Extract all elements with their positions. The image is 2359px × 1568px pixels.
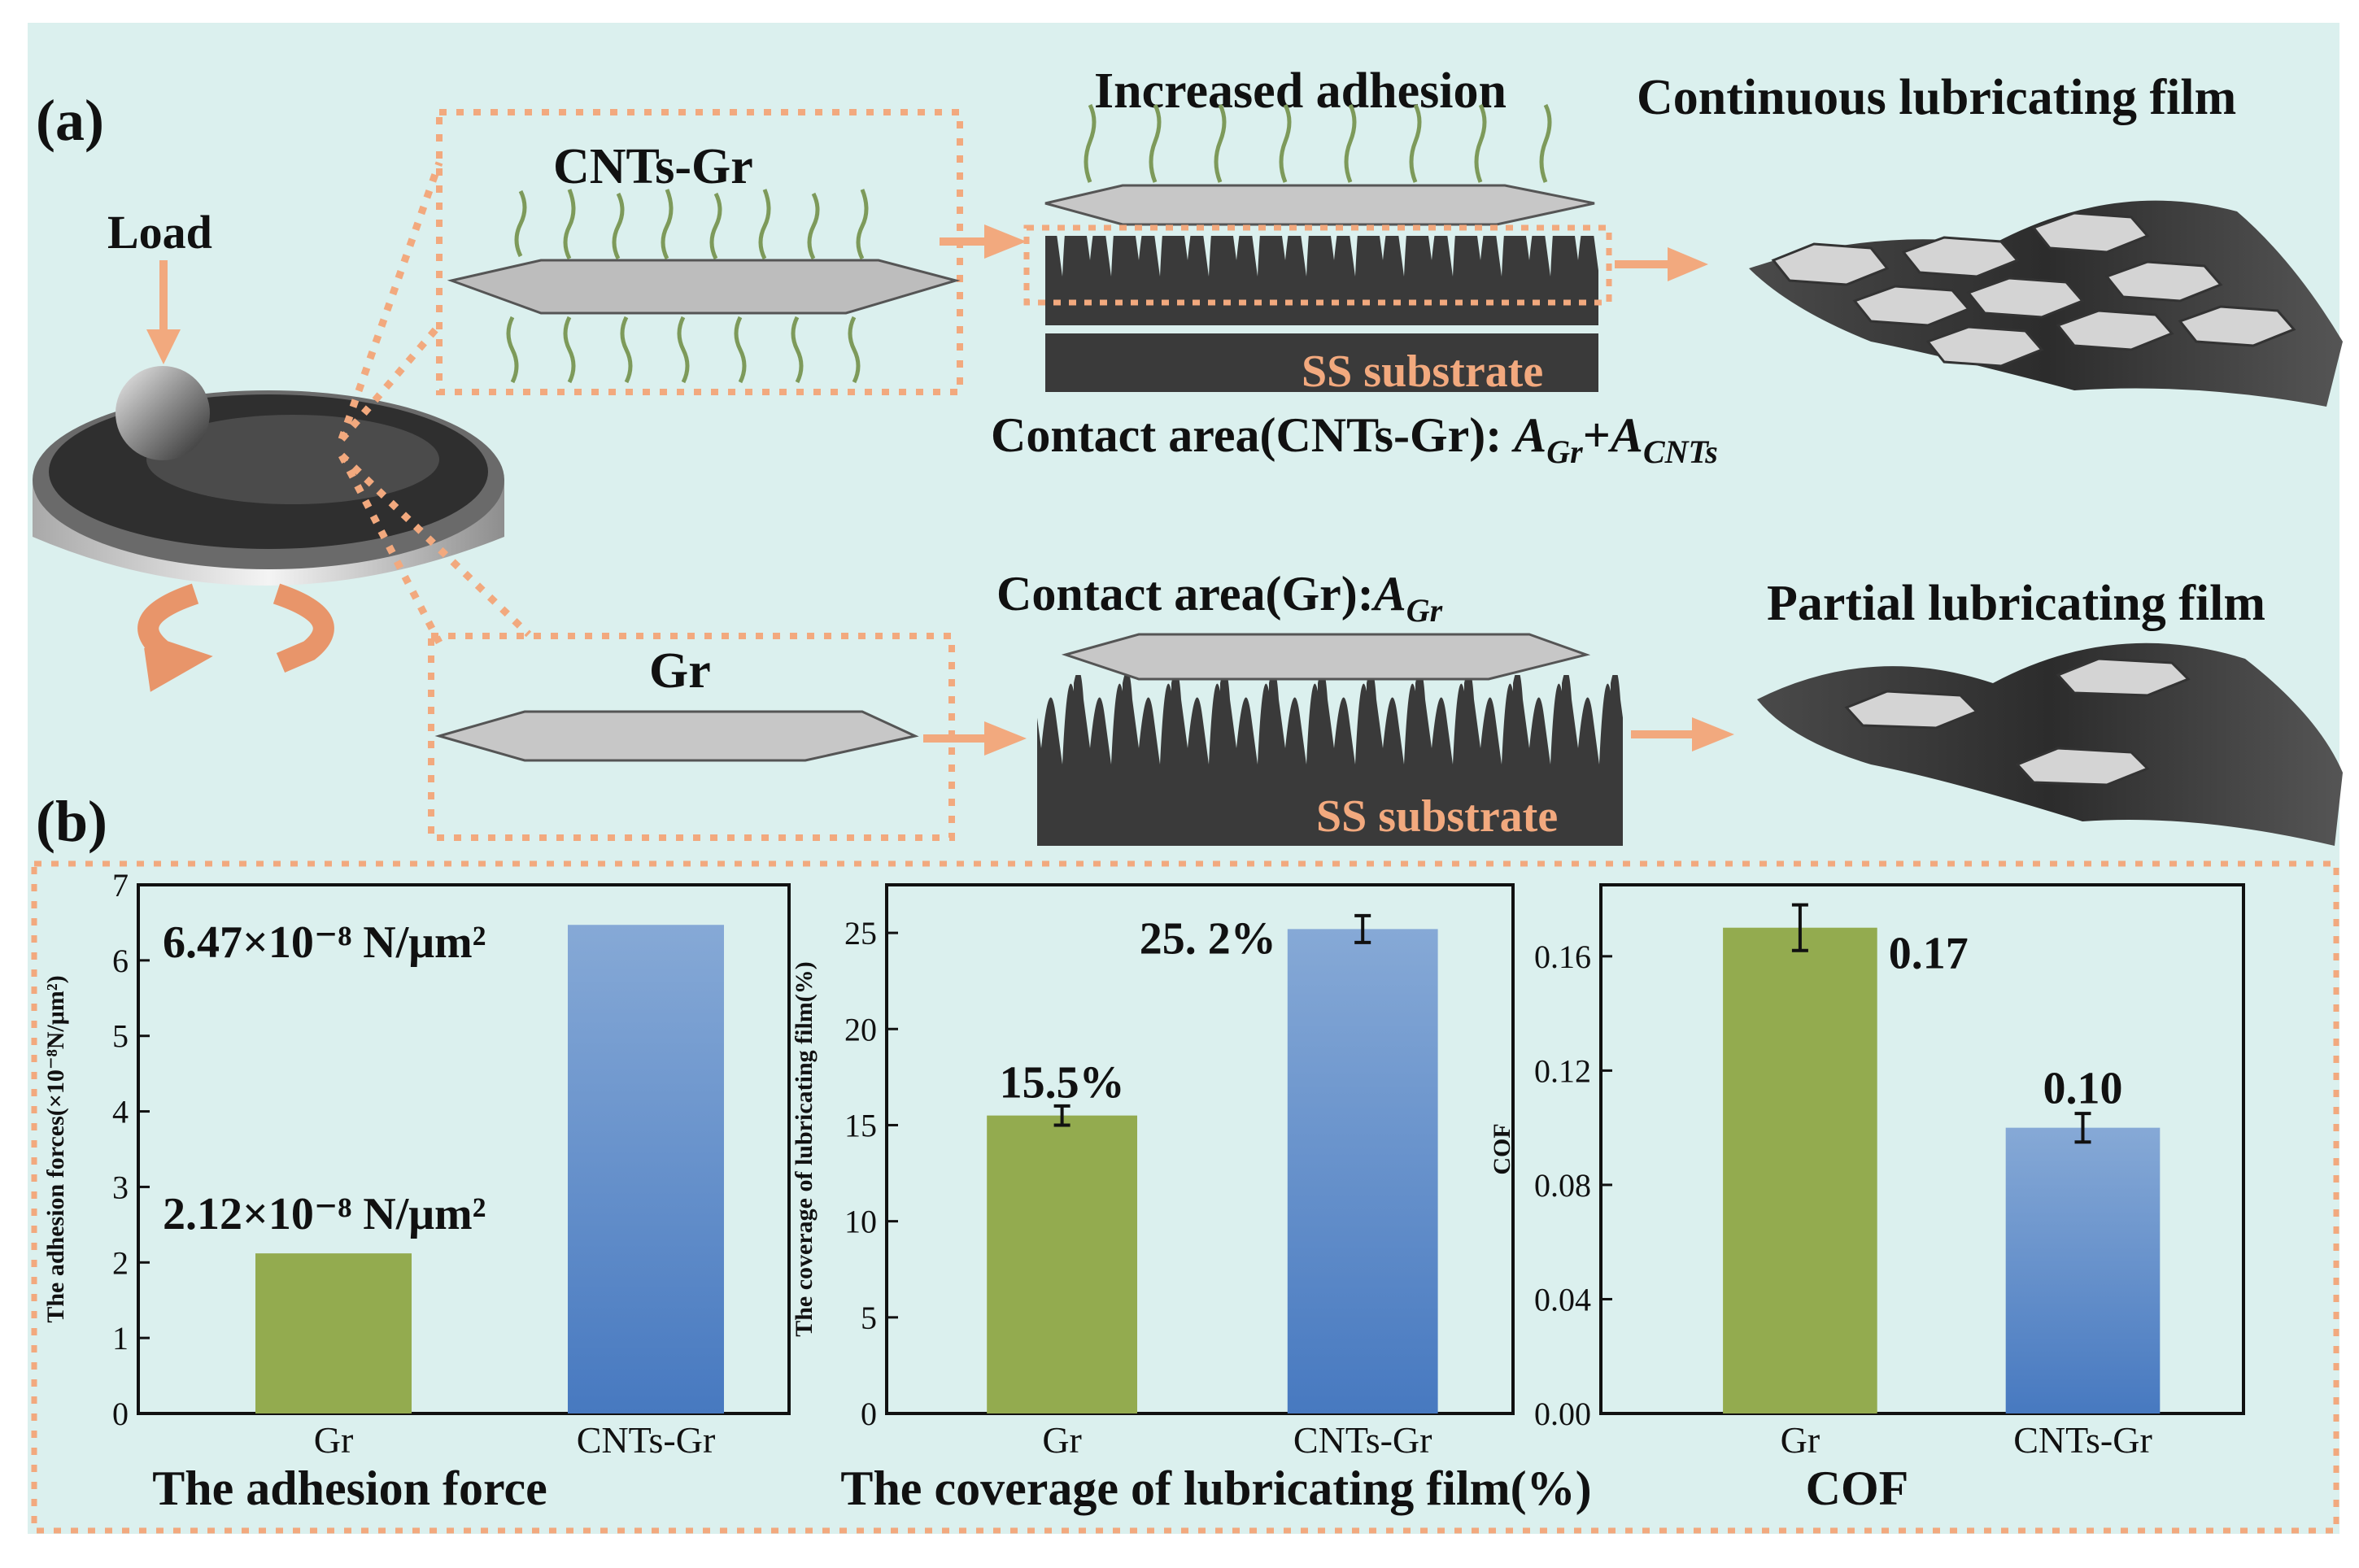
- rotation-arrows-icon: [137, 583, 334, 692]
- y-tick-label: 5: [861, 1300, 877, 1336]
- arrow-right-icon: [1631, 717, 1734, 751]
- panel-a-label: (a): [36, 88, 104, 153]
- y-tick-label: 0.12: [1534, 1052, 1591, 1089]
- contact-area-cnts-label: Contact area(CNTs-Gr): AGr+ACNTs: [991, 408, 1718, 470]
- panel-b: (b) 0 1 2 3 4 5 6 7Gr 2.12×10⁻⁸ N/μm² CNTs-Gr 6.47…: [31, 789, 2339, 1534]
- y-tick-label: 1: [112, 1320, 129, 1357]
- y-tick-label: 0.00: [1534, 1396, 1591, 1432]
- chart-frame-0: [137, 883, 791, 1415]
- y-tick-label: 20: [844, 1011, 877, 1048]
- bar-cnts-gr: [1287, 929, 1438, 1413]
- chart-frame-2: [1599, 883, 2245, 1415]
- panel-a: (a) Load: [33, 63, 2343, 846]
- ball-icon: [116, 366, 210, 460]
- category-label: Gr: [1781, 1419, 1820, 1461]
- y-tick-label: 4: [112, 1094, 129, 1130]
- data-label: 0.17: [1889, 929, 1969, 979]
- y-tick-label: 5: [112, 1018, 129, 1055]
- data-label: 25. 2%: [1140, 913, 1276, 964]
- increased-adhesion-label: Increased adhesion: [1094, 63, 1507, 119]
- zoom-lines: [338, 161, 532, 645]
- y-tick-label: 0: [112, 1396, 129, 1432]
- chart-title: The coverage of lubricating film(%): [840, 1461, 1591, 1515]
- cnts-gr-sheet-icon: [447, 189, 961, 384]
- charts-container: 0 1 2 3 4 5 6 7Gr 2.12×10⁻⁸ N/μm² CNTs-Gr 6.47×10⁻…: [42, 867, 2245, 1515]
- ss-substrate-label-bottom: SS substrate: [1316, 791, 1558, 842]
- category-label: CNTs-Gr: [1293, 1419, 1432, 1461]
- arrow-right-icon: [923, 721, 1027, 756]
- contact-area-gr-label: Contact area(Gr):AGr: [996, 567, 1443, 629]
- bar-gr: [255, 1253, 412, 1413]
- bar-gr: [1723, 927, 1877, 1413]
- y-tick-label: 0: [861, 1396, 877, 1432]
- y-tick-label: 0.08: [1534, 1167, 1591, 1204]
- data-label: 0.10: [2043, 1064, 2123, 1114]
- data-label: 15.5%: [1000, 1058, 1125, 1108]
- y-tick-label: 0.16: [1534, 939, 1591, 975]
- bar-cnts-gr: [2005, 1127, 2161, 1413]
- chart-title: COF: [1806, 1461, 1909, 1515]
- category-label: Gr: [314, 1419, 354, 1461]
- partial-film-label: Partial lubricating film: [1767, 576, 2265, 631]
- y-axis-label: The adhesion forces(×10⁻⁸N/μm²): [42, 975, 69, 1322]
- category-label: Gr: [1042, 1419, 1082, 1461]
- bar-gr: [987, 1115, 1137, 1413]
- cnts-gr-label: CNTs-Gr: [553, 139, 753, 194]
- y-tick-label: 6: [112, 943, 129, 979]
- data-label: 2.12×10⁻⁸ N/μm²: [163, 1189, 486, 1239]
- chart-title: The adhesion force: [152, 1461, 547, 1515]
- y-axis-label: COF: [1489, 1123, 1515, 1174]
- arrow-right-icon: [940, 224, 1027, 259]
- category-label: CNTs-Gr: [2013, 1419, 2152, 1461]
- ss-substrate-lower-icon: [1037, 633, 1623, 846]
- ss-substrate-upper-icon: [1023, 103, 1612, 392]
- ss-substrate-label-top: SS substrate: [1302, 346, 1543, 397]
- y-tick-label: 0.04: [1534, 1281, 1591, 1318]
- continuous-film-surface-icon: [1749, 200, 2343, 407]
- y-tick-label: 3: [112, 1169, 129, 1205]
- y-tick-label: 7: [112, 867, 129, 904]
- cnts-gr-box: [436, 109, 963, 395]
- load-label: Load: [107, 206, 212, 259]
- partial-film-surface-icon: [1757, 642, 2343, 846]
- arrow-right-icon: [1615, 247, 1708, 281]
- panel-b-label: (b): [36, 789, 107, 854]
- y-tick-label: 25: [844, 915, 877, 952]
- y-axis-label: The coverage of lubricating film(%): [791, 961, 818, 1337]
- continuous-film-label: Continuous lubricating film: [1637, 70, 2236, 125]
- y-tick-label: 2: [112, 1244, 129, 1281]
- bar-cnts-gr: [568, 925, 724, 1413]
- category-label: CNTs-Gr: [577, 1419, 716, 1461]
- y-tick-label: 15: [844, 1107, 877, 1143]
- gr-label: Gr: [649, 643, 711, 699]
- y-tick-label: 10: [844, 1204, 877, 1240]
- panel-b-box: [31, 860, 2339, 1534]
- chart-frame-1: [885, 883, 1515, 1415]
- disc-tribometer-icon: [33, 366, 504, 586]
- data-label: 6.47×10⁻⁸ N/μm²: [163, 917, 486, 968]
- gr-sheet-icon: [434, 710, 919, 762]
- load-arrow-icon: [146, 260, 181, 364]
